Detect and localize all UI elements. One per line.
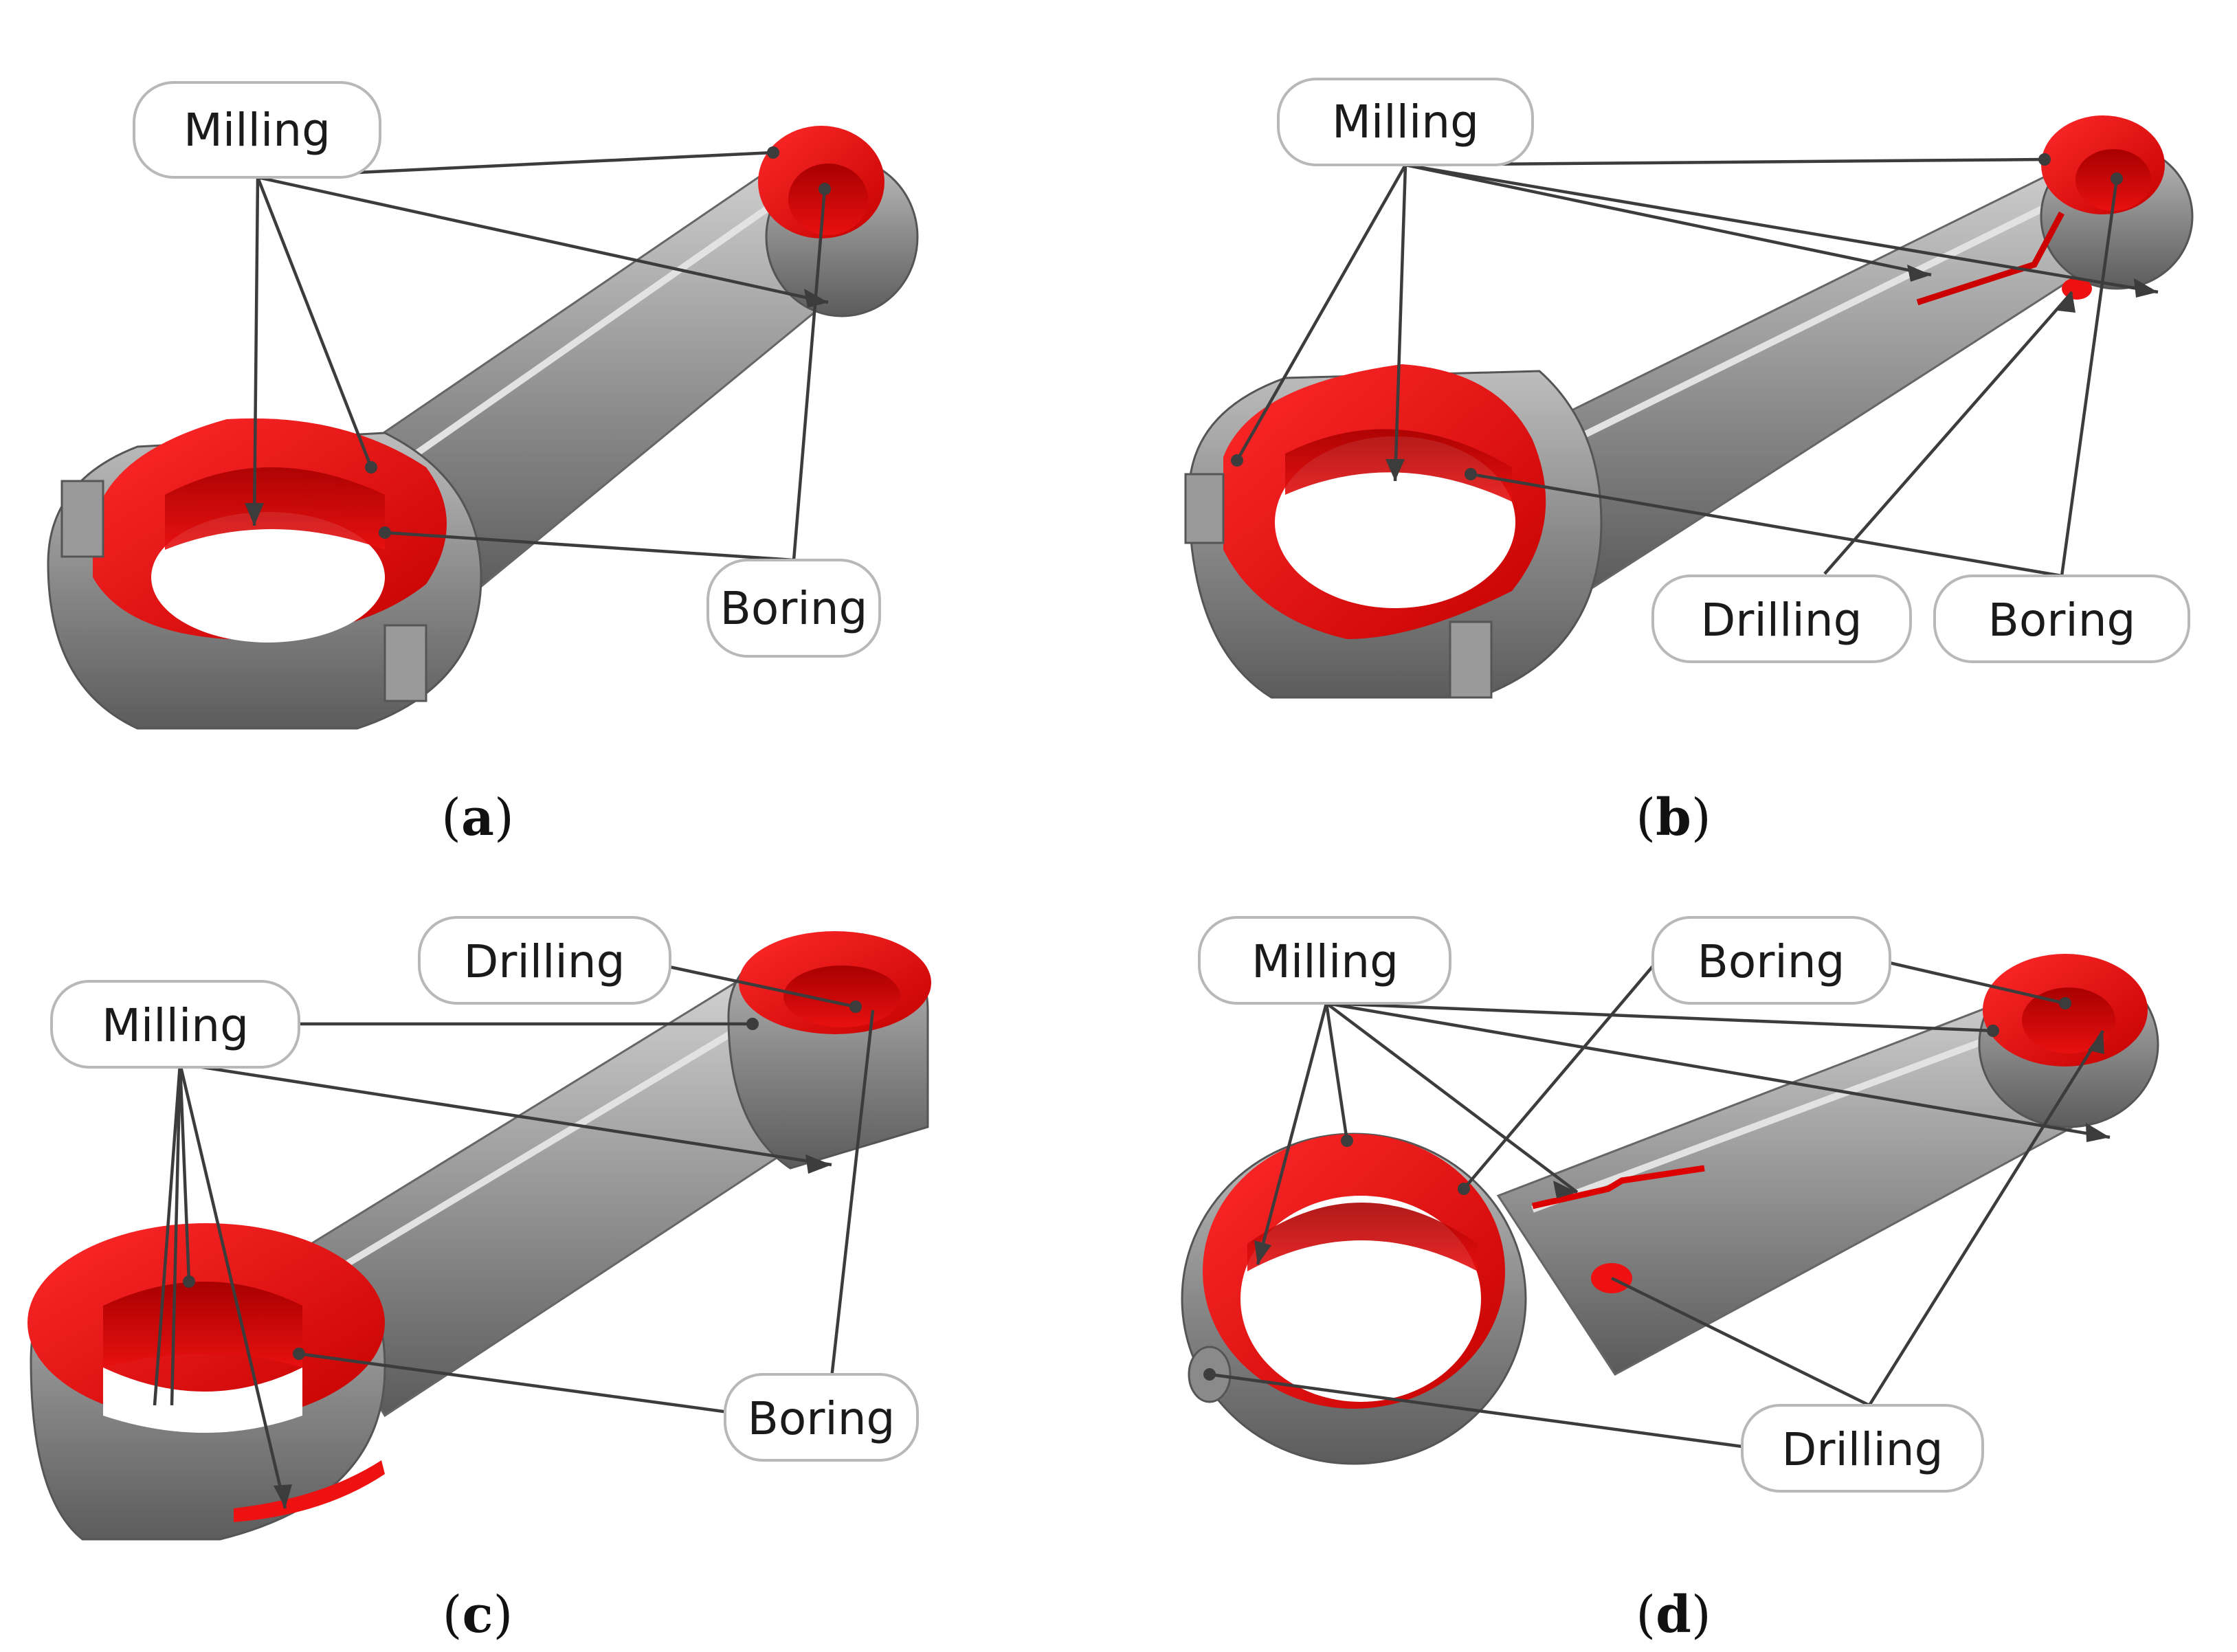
callout-drilling-b: Drilling: [1651, 574, 1912, 663]
callout-label: Boring: [748, 1392, 895, 1445]
callout-label: Drilling: [1781, 1423, 1943, 1476]
panel-caption-c: (c): [443, 1585, 513, 1644]
connecting-rod-c: [27, 931, 931, 1541]
connecting-rod-b: [1184, 115, 2194, 699]
oil-groove-c: [234, 1460, 385, 1522]
connecting-rod-a: [47, 126, 919, 730]
callout-label: Drilling: [1700, 594, 1862, 647]
callout-drilling-d: Drilling: [1741, 1404, 1984, 1493]
callout-label: Milling: [102, 999, 249, 1052]
callout-drilling-c: Drilling: [418, 916, 671, 1005]
callout-boring-c: Boring: [724, 1373, 919, 1462]
panel-c: Drilling Milling Boring (c): [27, 916, 931, 1644]
callout-milling-c: Milling: [50, 980, 300, 1069]
callout-milling-b: Milling: [1277, 78, 1534, 166]
leader-lines-d: [1203, 960, 2111, 1449]
panel-caption-a: (a): [441, 788, 514, 847]
callout-label: Boring: [1988, 594, 2136, 647]
panel-a: Milling Boring (a): [47, 81, 919, 847]
callout-boring-a: Boring: [706, 559, 881, 658]
callout-boring-d: Boring: [1651, 916, 1891, 1005]
callout-label: Milling: [1251, 935, 1399, 988]
callout-label: Boring: [1698, 935, 1845, 988]
panel-b: Milling Drilling Boring (b): [1184, 78, 2194, 847]
leader-lines-a: [245, 146, 831, 562]
panel-caption-d: (d): [1636, 1585, 1711, 1644]
callout-label: Boring: [720, 582, 868, 635]
leader-lines-b: [1231, 153, 2159, 578]
oil-groove-d: [1532, 1165, 1705, 1209]
callout-boring-b: Boring: [1933, 574, 2190, 663]
leader-lines-c: [153, 963, 875, 1509]
connecting-rod-d: [1181, 954, 2159, 1465]
callout-label: Milling: [183, 104, 331, 157]
oil-groove-b: [1916, 211, 2065, 306]
callout-milling-a: Milling: [133, 81, 381, 179]
panel-caption-b: (b): [1636, 788, 1711, 847]
big-end-bore-a: [151, 512, 385, 643]
callout-milling-d: Milling: [1198, 916, 1451, 1005]
callout-label: Drilling: [463, 935, 625, 988]
panel-d: Milling Boring Drilling (d): [1181, 916, 2159, 1644]
callout-label: Milling: [1332, 96, 1479, 148]
